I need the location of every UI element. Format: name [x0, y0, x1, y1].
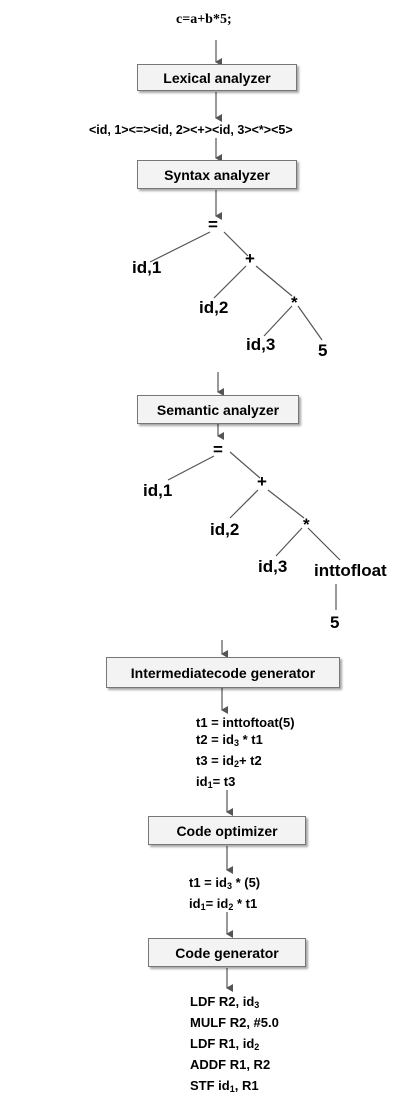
- semantic-node-assign: =: [213, 440, 223, 459]
- intermediate-code-generator-box: Intermediatecode generator: [106, 657, 340, 688]
- syntax-edge-assign-plus: [223, 231, 249, 257]
- semantic-edge-mul-convert: [307, 527, 341, 561]
- syntax-node-id3: id,3: [246, 335, 276, 354]
- lexical-analyzer-box: Lexical analyzer: [137, 64, 297, 91]
- syntax-edge-mul-five: [297, 305, 323, 341]
- target-line-3: LDF R1, id2: [190, 1036, 260, 1052]
- semantic-edge-plus-id2: [229, 489, 259, 519]
- semantic-node-id1: id,1: [143, 481, 173, 500]
- code-optimizer-box: Code optimizer: [148, 816, 306, 845]
- semantic-analyzer-box: Semantic analyzer: [137, 395, 299, 424]
- optimized-line-2: id1= id2 * t1: [189, 896, 258, 912]
- syntax-edge-plus-mul: [255, 265, 293, 297]
- semantic-edge-assign-plus: [229, 451, 261, 479]
- optimized-line-1: t1 = id3 * (5): [189, 875, 261, 891]
- syntax-node-five: 5: [318, 341, 328, 360]
- optimized-code: t1 = id3 * (5) id1= id2 * t1: [189, 874, 260, 916]
- intermediate-code: t1 = inttoftoat(5) t2 = id3 * t1 t3 = id…: [196, 714, 295, 794]
- syntax-edge-plus-id2: [213, 265, 247, 299]
- syntax-node-mul: *: [291, 293, 298, 312]
- intermediate-line-1: t1 = inttoftoat(5): [196, 715, 295, 730]
- semantic-node-five: 5: [330, 613, 340, 632]
- syntax-analyzer-box: Syntax analyzer: [137, 160, 297, 189]
- semantic-node-id2: id,2: [210, 520, 240, 539]
- semantic-edge-plus-mul: [267, 489, 305, 519]
- semantic-node-plus: +: [257, 472, 267, 491]
- semantic-node-mul: *: [303, 515, 310, 534]
- source-expression: c=a+b*5;: [176, 12, 232, 27]
- syntax-node-id1: id,1: [132, 258, 162, 277]
- syntax-node-assign: =: [208, 215, 218, 234]
- syntax-node-plus: +: [245, 249, 255, 268]
- target-line-4: ADDF R1, R2: [190, 1057, 271, 1072]
- target-line-2: MULF R2, #5.0: [190, 1015, 279, 1030]
- intermediate-line-2: t2 = id3 * t1: [196, 732, 263, 748]
- syntax-edge-assign-id1: [149, 231, 211, 263]
- syntax-edge-mul-id3: [263, 305, 293, 337]
- semantic-edge-assign-id1: [167, 455, 215, 481]
- target-line-1: LDF R2, id3: [190, 994, 260, 1010]
- intermediate-line-3: t3 = id2+ t2: [196, 753, 262, 769]
- semantic-edge-mul-id3: [275, 527, 303, 557]
- semantic-node-convert: inttofloat: [314, 561, 387, 580]
- intermediate-line-4: id1= t3: [196, 774, 236, 790]
- token-stream: <id, 1><=><id, 2><+><id, 3><*><5>: [89, 123, 293, 137]
- code-generator-box: Code generator: [148, 938, 306, 967]
- semantic-node-id3: id,3: [258, 557, 288, 576]
- target-code: LDF R2, id3 MULF R2, #5.0 LDF R1, id2 AD…: [190, 993, 279, 1098]
- syntax-node-id2: id,2: [199, 298, 229, 317]
